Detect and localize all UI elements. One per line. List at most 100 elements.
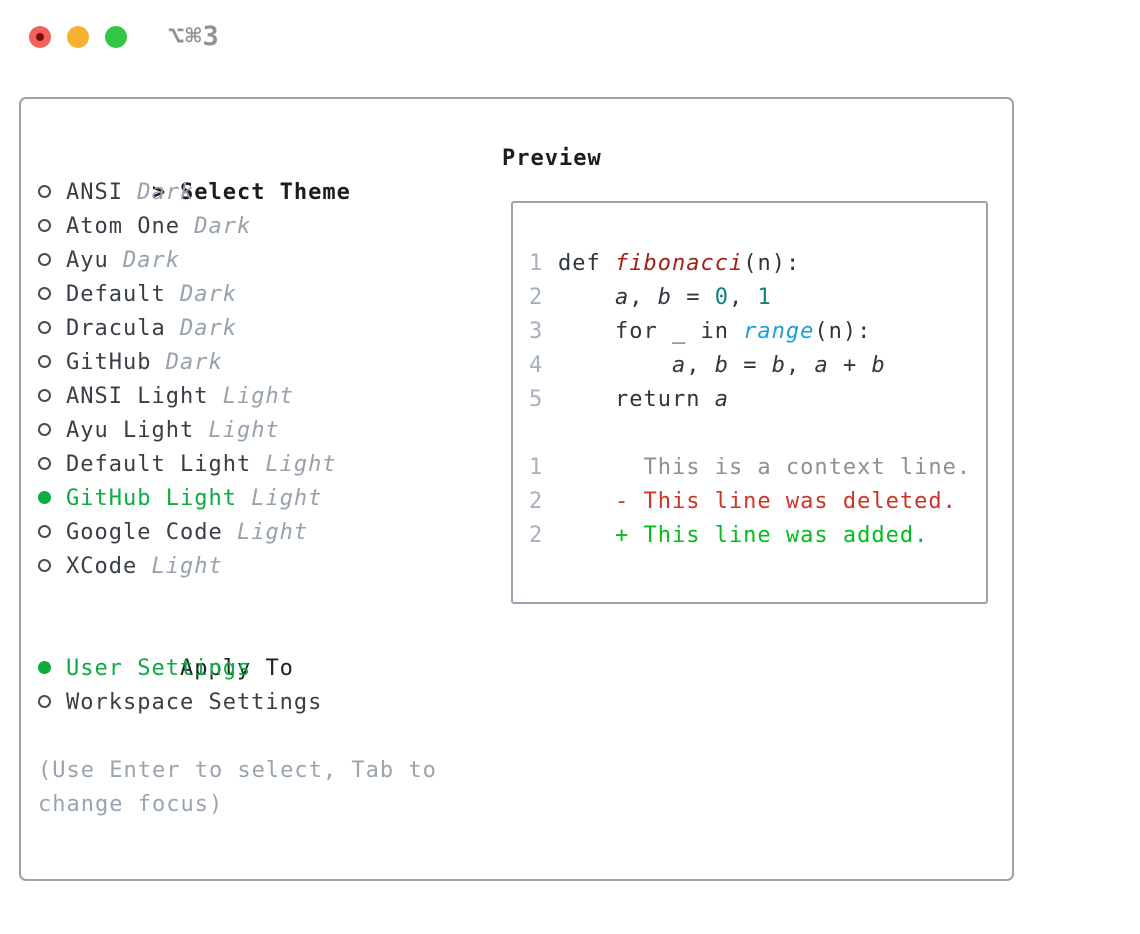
- code-token: 1: [757, 285, 772, 310]
- radio-selected-icon: [38, 660, 51, 674]
- theme-variant-label: Dark: [108, 248, 180, 273]
- keyboard-hint: (Use Enter to select, Tab to change focu…: [38, 758, 437, 817]
- code-token: (n):: [743, 251, 801, 276]
- option-label: Google Code: [66, 520, 223, 545]
- line-number: [529, 417, 558, 451]
- preview-line: 2 + This line was added.: [529, 519, 986, 553]
- theme-variant-label: Dark: [151, 350, 223, 375]
- unsaved-dot-icon: [36, 33, 44, 41]
- apply-to-header: Apply To: [38, 618, 474, 681]
- theme-option-default-light[interactable]: Default Light Light: [38, 448, 474, 482]
- code-token: (n):: [814, 319, 872, 344]
- apply-option-workspace-settings[interactable]: Workspace Settings: [38, 686, 474, 720]
- code-token: a: [714, 387, 729, 412]
- theme-variant-label: Light: [208, 384, 294, 409]
- code-token: [558, 285, 615, 310]
- code-token: ,: [728, 285, 758, 310]
- zoom-button[interactable]: [105, 26, 127, 48]
- option-label: GitHub: [66, 350, 152, 375]
- line-number: 5: [529, 387, 544, 412]
- apply-option-user-settings[interactable]: User Settings: [38, 652, 474, 686]
- code-token: range: [743, 319, 815, 344]
- theme-option-ayu-light[interactable]: Ayu Light Light: [38, 414, 474, 448]
- code-token: b: [714, 353, 729, 378]
- preview-line: 1 This is a context line.: [529, 451, 986, 485]
- close-button[interactable]: [29, 26, 51, 48]
- preview-title: Preview: [502, 146, 602, 171]
- theme-option-xcode[interactable]: XCode Light: [38, 550, 474, 584]
- line-number: 3: [529, 319, 544, 344]
- radio-unselected-icon: [38, 218, 51, 232]
- line-number: 2: [529, 285, 544, 310]
- radio-unselected-icon: [38, 184, 51, 198]
- radio-unselected-icon: [38, 388, 51, 402]
- line-number: 4: [529, 353, 544, 378]
- title-bar: ⌥⌘3: [0, 0, 1140, 70]
- code-token: return: [558, 387, 715, 412]
- line-number: 1: [529, 251, 544, 276]
- option-label: Ayu: [66, 248, 109, 273]
- radio-selected-icon: [38, 490, 51, 504]
- option-label: Dracula: [66, 316, 166, 341]
- radio-unselected-icon: [38, 694, 51, 708]
- theme-option-ayu[interactable]: Ayu Dark: [38, 244, 474, 278]
- radio-unselected-icon: [38, 558, 51, 572]
- preview-line: 5 return a: [529, 383, 986, 417]
- option-label: GitHub Light: [66, 486, 237, 511]
- theme-option-ansi-light[interactable]: ANSI Light Light: [38, 380, 474, 414]
- option-label: Atom One: [66, 214, 180, 239]
- option-label: User Settings: [66, 656, 252, 681]
- code-token: ,: [629, 285, 658, 310]
- theme-option-ansi[interactable]: ANSI Dark: [38, 176, 474, 210]
- code-token: - This line was deleted.: [558, 489, 957, 514]
- theme-option-atom-one[interactable]: Atom One Dark: [38, 210, 474, 244]
- theme-option-dracula[interactable]: Dracula Dark: [38, 312, 474, 346]
- code-token: ,: [785, 353, 815, 378]
- code-token: +: [828, 353, 872, 378]
- theme-variant-label: Dark: [122, 180, 195, 205]
- spacer: [38, 584, 474, 618]
- code-token: =: [671, 285, 715, 310]
- spacer: [38, 720, 474, 754]
- code-token: a: [671, 353, 687, 378]
- code-token: [558, 353, 672, 378]
- line-number: 2: [529, 489, 544, 514]
- preview-line: 4 a, b = b, a + b: [529, 349, 986, 383]
- cursor-caret-icon: >: [151, 180, 167, 205]
- theme-variant-label: Dark: [165, 316, 237, 341]
- code-token: b: [771, 353, 786, 378]
- theme-variant-label: Dark: [179, 214, 252, 239]
- theme-option-github-light[interactable]: GitHub Light Light: [38, 482, 474, 516]
- minimize-button[interactable]: [67, 26, 89, 48]
- theme-variant-label: Light: [222, 520, 309, 545]
- theme-option-github[interactable]: GitHub Dark: [38, 346, 474, 380]
- select-theme-title: Select Theme: [179, 180, 351, 205]
- line-number: 2: [529, 523, 544, 548]
- radio-unselected-icon: [38, 320, 51, 334]
- theme-option-default[interactable]: Default Dark: [38, 278, 474, 312]
- code-token: b: [657, 285, 672, 310]
- radio-unselected-icon: [38, 252, 51, 266]
- theme-variant-label: Light: [194, 418, 280, 443]
- radio-unselected-icon: [38, 524, 51, 538]
- option-label: XCode: [66, 554, 138, 579]
- option-label: ANSI Light: [66, 384, 209, 409]
- theme-variant-label: Light: [137, 554, 223, 579]
- radio-unselected-icon: [38, 354, 51, 368]
- code-token: + This line was added.: [558, 523, 929, 548]
- radio-unselected-icon: [38, 456, 51, 470]
- theme-option-google-code[interactable]: Google Code Light: [38, 516, 474, 550]
- code-token: a: [814, 353, 829, 378]
- code-token: fibonacci: [614, 251, 744, 276]
- apply-to-title: Apply To: [179, 656, 294, 681]
- code-token: =: [728, 353, 772, 378]
- theme-variant-label: Light: [251, 452, 337, 477]
- radio-unselected-icon: [38, 422, 51, 436]
